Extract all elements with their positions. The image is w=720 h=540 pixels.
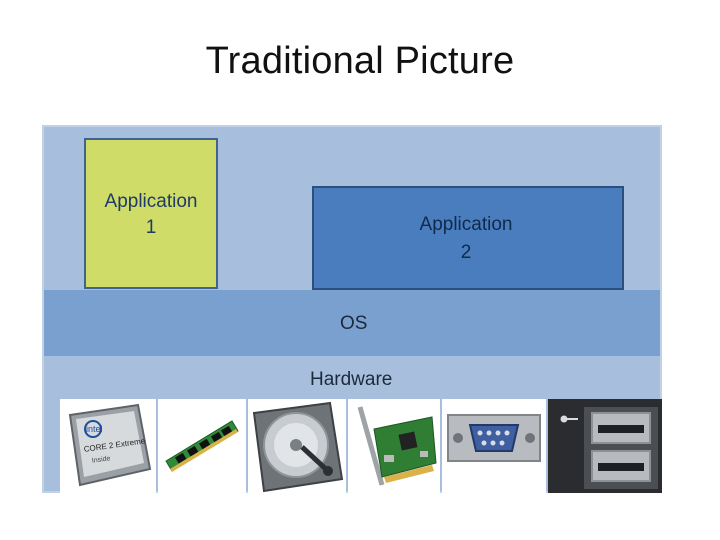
os-label: OS	[340, 313, 368, 334]
application-2-number: 2	[460, 242, 472, 263]
application-1-box: Application 1	[84, 138, 218, 289]
application-2-box: Application 2	[312, 186, 624, 290]
cpu-brand-text: intel	[86, 424, 103, 434]
hardware-images-row: intel CORE 2 Extreme Inside	[44, 399, 662, 493]
application-2-label: Application	[419, 214, 513, 235]
system-stack-diagram: OS Hardware Application 1 Application 2 …	[42, 125, 662, 493]
serial-port-image	[442, 399, 546, 493]
ram-module-image	[158, 399, 246, 493]
application-1-label: Application	[104, 191, 198, 212]
application-1-number: 1	[145, 217, 157, 238]
cpu-sub-text: Inside	[91, 455, 111, 465]
cpu-chip-image: intel CORE 2 Extreme Inside	[60, 399, 156, 493]
os-layer	[44, 290, 660, 356]
hardware-label: Hardware	[310, 369, 393, 390]
slide-title: Traditional Picture	[205, 40, 515, 82]
hard-drive-image	[248, 399, 346, 493]
usb-ports-image	[548, 399, 662, 493]
network-card-image	[348, 399, 440, 493]
